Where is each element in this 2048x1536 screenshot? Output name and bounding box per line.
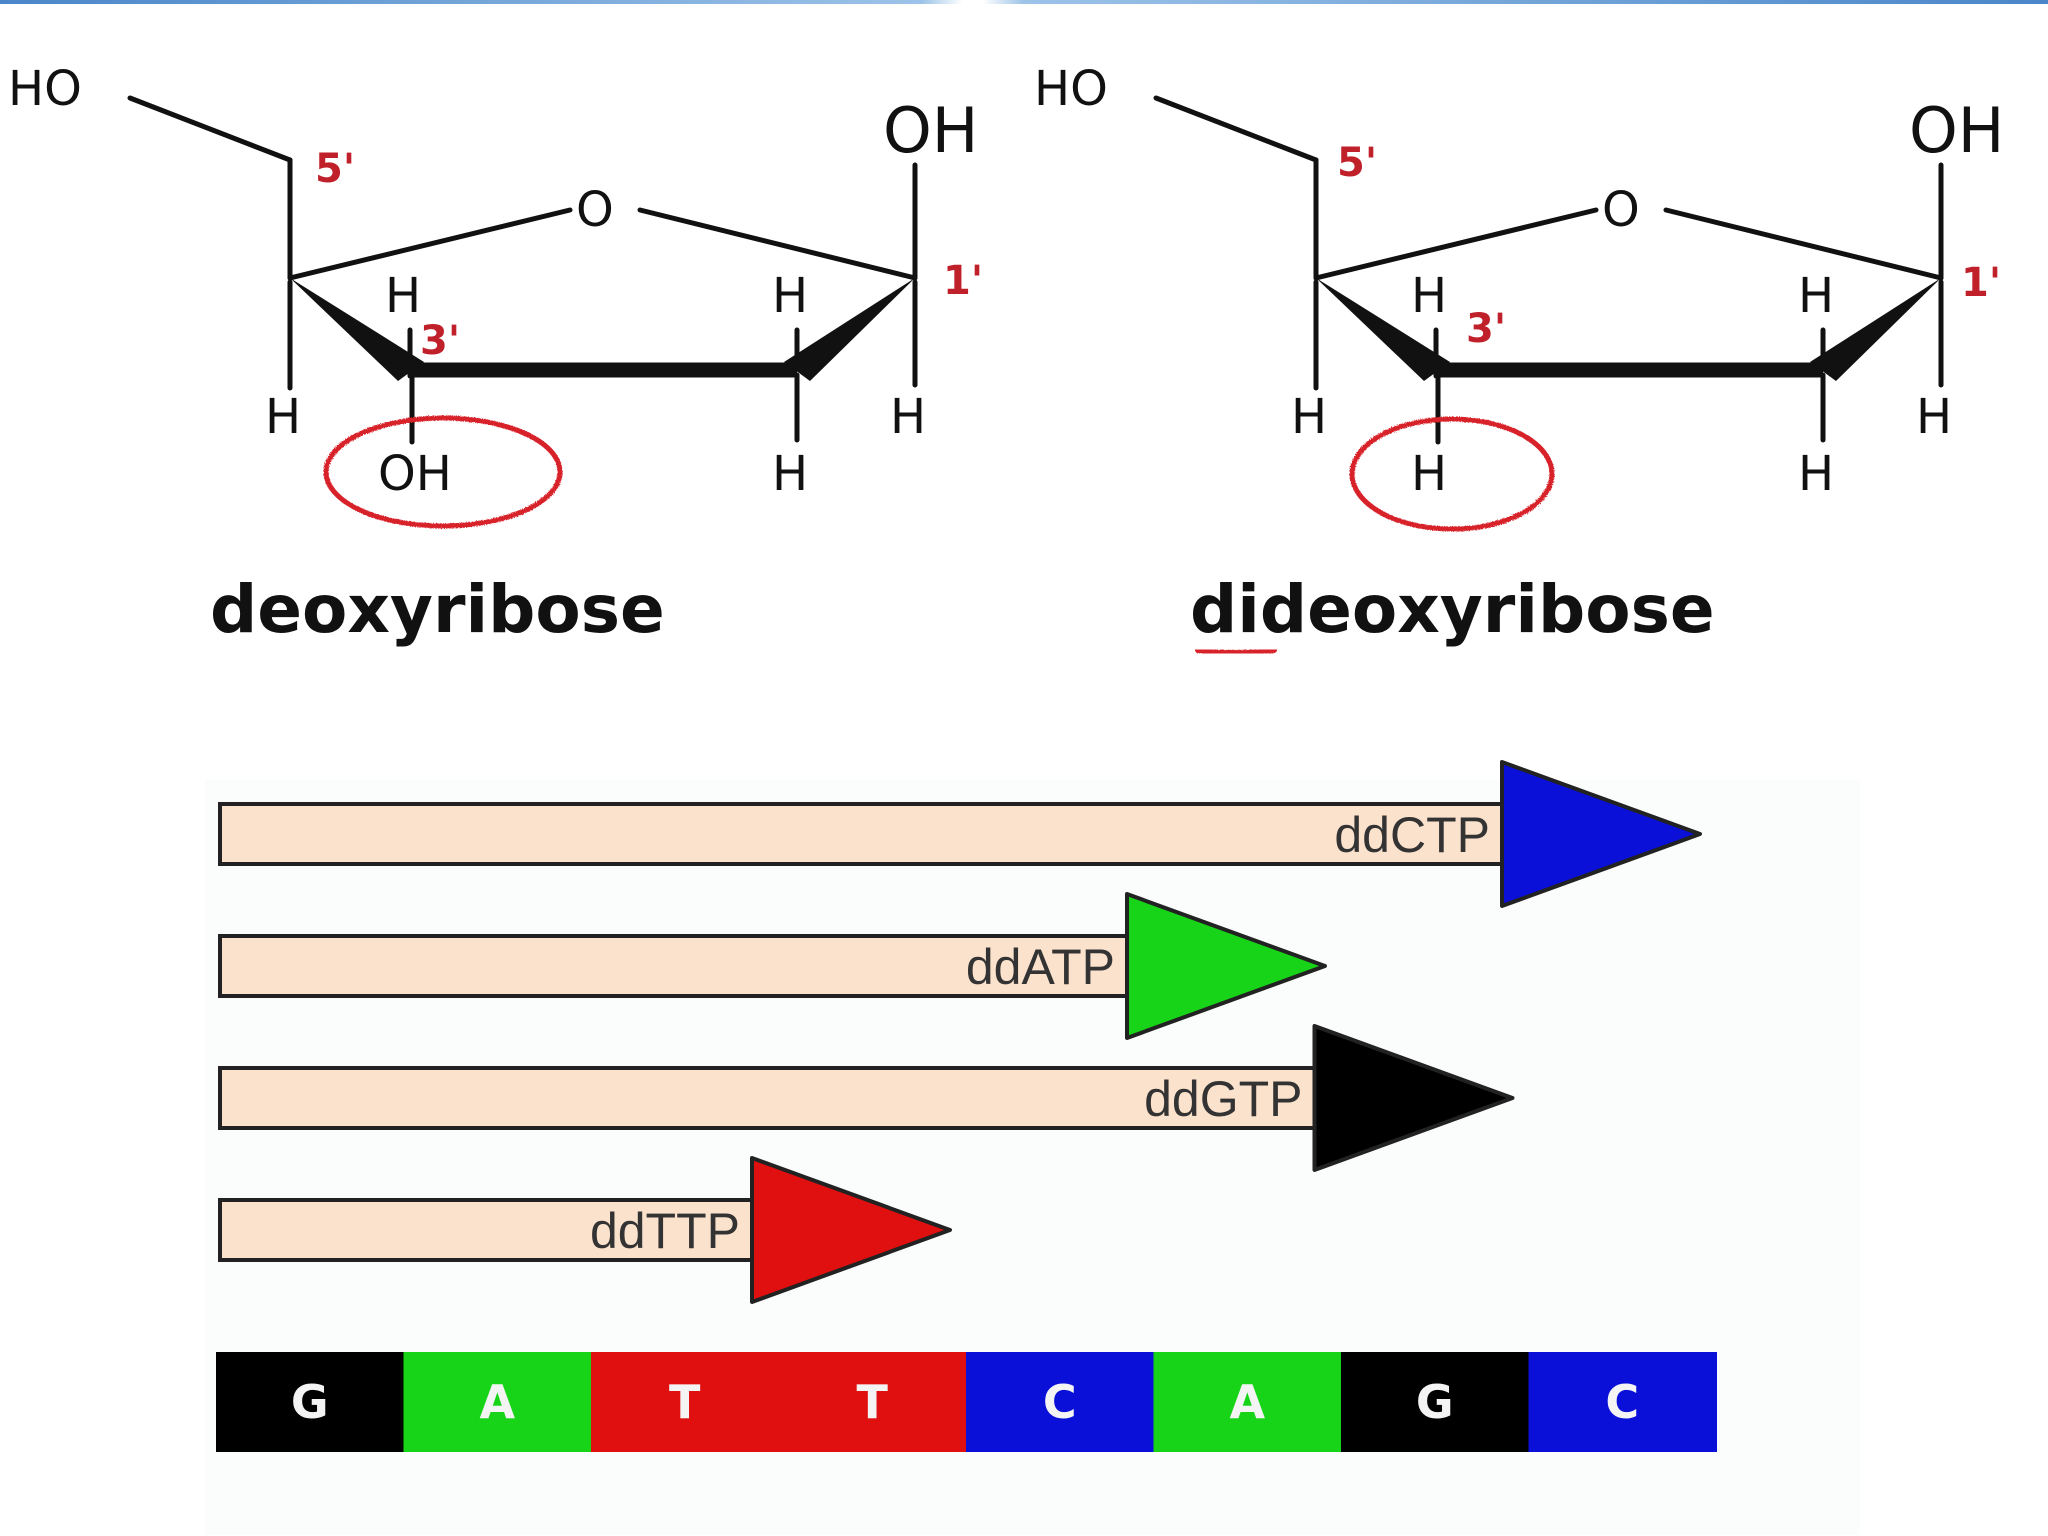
bond [1663, 207, 1944, 281]
fragment-label: ddATP [966, 939, 1115, 995]
fragment-label: ddCTP [1334, 807, 1490, 863]
atom-h: H [1798, 446, 1834, 502]
fragment-label: ddTTP [590, 1203, 740, 1259]
sequence-cell: C [966, 1352, 1155, 1452]
position-5prime: 5' [315, 146, 355, 192]
atom-h: H [1411, 268, 1447, 324]
atom-h-3prime: H [1411, 446, 1447, 502]
terminator-arrow [1125, 892, 1327, 1040]
position-5prime: 5' [1337, 140, 1377, 186]
fragment-ddATP: ddATP [218, 892, 1327, 1040]
base-letter: A [1229, 1375, 1265, 1429]
fragment-bar [218, 802, 1504, 866]
fragment-ddCTP: ddCTP [218, 760, 1702, 908]
fragment-label: ddGTP [1144, 1071, 1302, 1127]
sequence-block [591, 1352, 780, 1452]
terminator-arrow [1500, 760, 1702, 908]
bond [1313, 207, 1599, 281]
atom-oh: OH [883, 94, 978, 167]
fragment-ddTTP: ddTTP [218, 1156, 952, 1304]
sequence-block [778, 1352, 967, 1452]
sequence-block [1341, 1352, 1530, 1452]
atom-ho: HO [1034, 61, 1108, 117]
sequence-cell: G [1341, 1352, 1530, 1452]
atom-h: H [265, 389, 301, 445]
atom-oh: OH [1909, 94, 2004, 167]
position-1prime: 1' [1961, 260, 2001, 306]
base-letter: G [1416, 1375, 1454, 1429]
atom-oh-3prime: OH [378, 446, 452, 502]
base-letter: T [857, 1375, 889, 1429]
sequence-cell: C [1528, 1352, 1717, 1452]
fragment-ladder: ddCTP ddATP ddGTP ddTTP [218, 760, 1702, 1304]
di-underline [1195, 647, 1277, 656]
sequence-cell: A [1153, 1352, 1342, 1452]
atom-ring-o: O [576, 182, 614, 238]
position-3prime: 3' [420, 318, 460, 364]
atom-h: H [385, 268, 421, 324]
terminator-arrow [750, 1156, 952, 1304]
fragment-bar [218, 1066, 1317, 1130]
wedge-bond [290, 278, 424, 381]
atom-h: H [772, 268, 808, 324]
structure-name: dideoxyribose [1190, 571, 1715, 648]
atom-h: H [1916, 389, 1952, 445]
atom-ho: HO [8, 61, 82, 117]
atom-ring-o: O [1602, 182, 1640, 238]
atom-h: H [890, 389, 926, 445]
fragment-bar [218, 934, 1129, 998]
terminator-arrow [1312, 1024, 1515, 1172]
base-letter: T [669, 1375, 701, 1429]
atom-h: H [1798, 268, 1834, 324]
top-border [0, 0, 2048, 4]
bond [127, 95, 293, 163]
sequence-block [1153, 1352, 1342, 1452]
sequence-cell: G [216, 1352, 405, 1452]
atom-h: H [772, 446, 808, 502]
wedge-bond [1810, 278, 1941, 381]
sequence-block [966, 1352, 1155, 1452]
deoxyribose-structure: HO OH O H H H H OH H 5' 1' 3' deoxyribos… [8, 61, 983, 648]
bond [287, 207, 573, 281]
position-3prime: 3' [1466, 306, 1506, 352]
base-letter: A [479, 1375, 515, 1429]
dideoxyribose-structure: HO OH O H H H H H H 5' 1' 3' dideoxyribo… [1034, 61, 2004, 656]
highlight-circle [323, 415, 563, 529]
sequence-block [1528, 1352, 1717, 1452]
sequence-block [403, 1352, 592, 1452]
position-1prime: 1' [943, 258, 983, 304]
structure-name: deoxyribose [210, 571, 665, 648]
wedge-bond [784, 278, 915, 381]
base-letter: G [291, 1375, 329, 1429]
sequence-cell: T [591, 1352, 780, 1452]
sequence-cell: A [403, 1352, 592, 1452]
fragment-ddGTP: ddGTP [218, 1024, 1515, 1172]
highlight-circle [1349, 416, 1555, 532]
wedge-bond [1316, 278, 1450, 381]
bond [1153, 95, 1319, 163]
base-letter: C [1605, 1375, 1639, 1429]
sequence-block [216, 1352, 405, 1452]
atom-h: H [1291, 389, 1327, 445]
bond [637, 207, 918, 281]
base-letter: C [1043, 1375, 1077, 1429]
sequence-cell: T [778, 1352, 967, 1452]
